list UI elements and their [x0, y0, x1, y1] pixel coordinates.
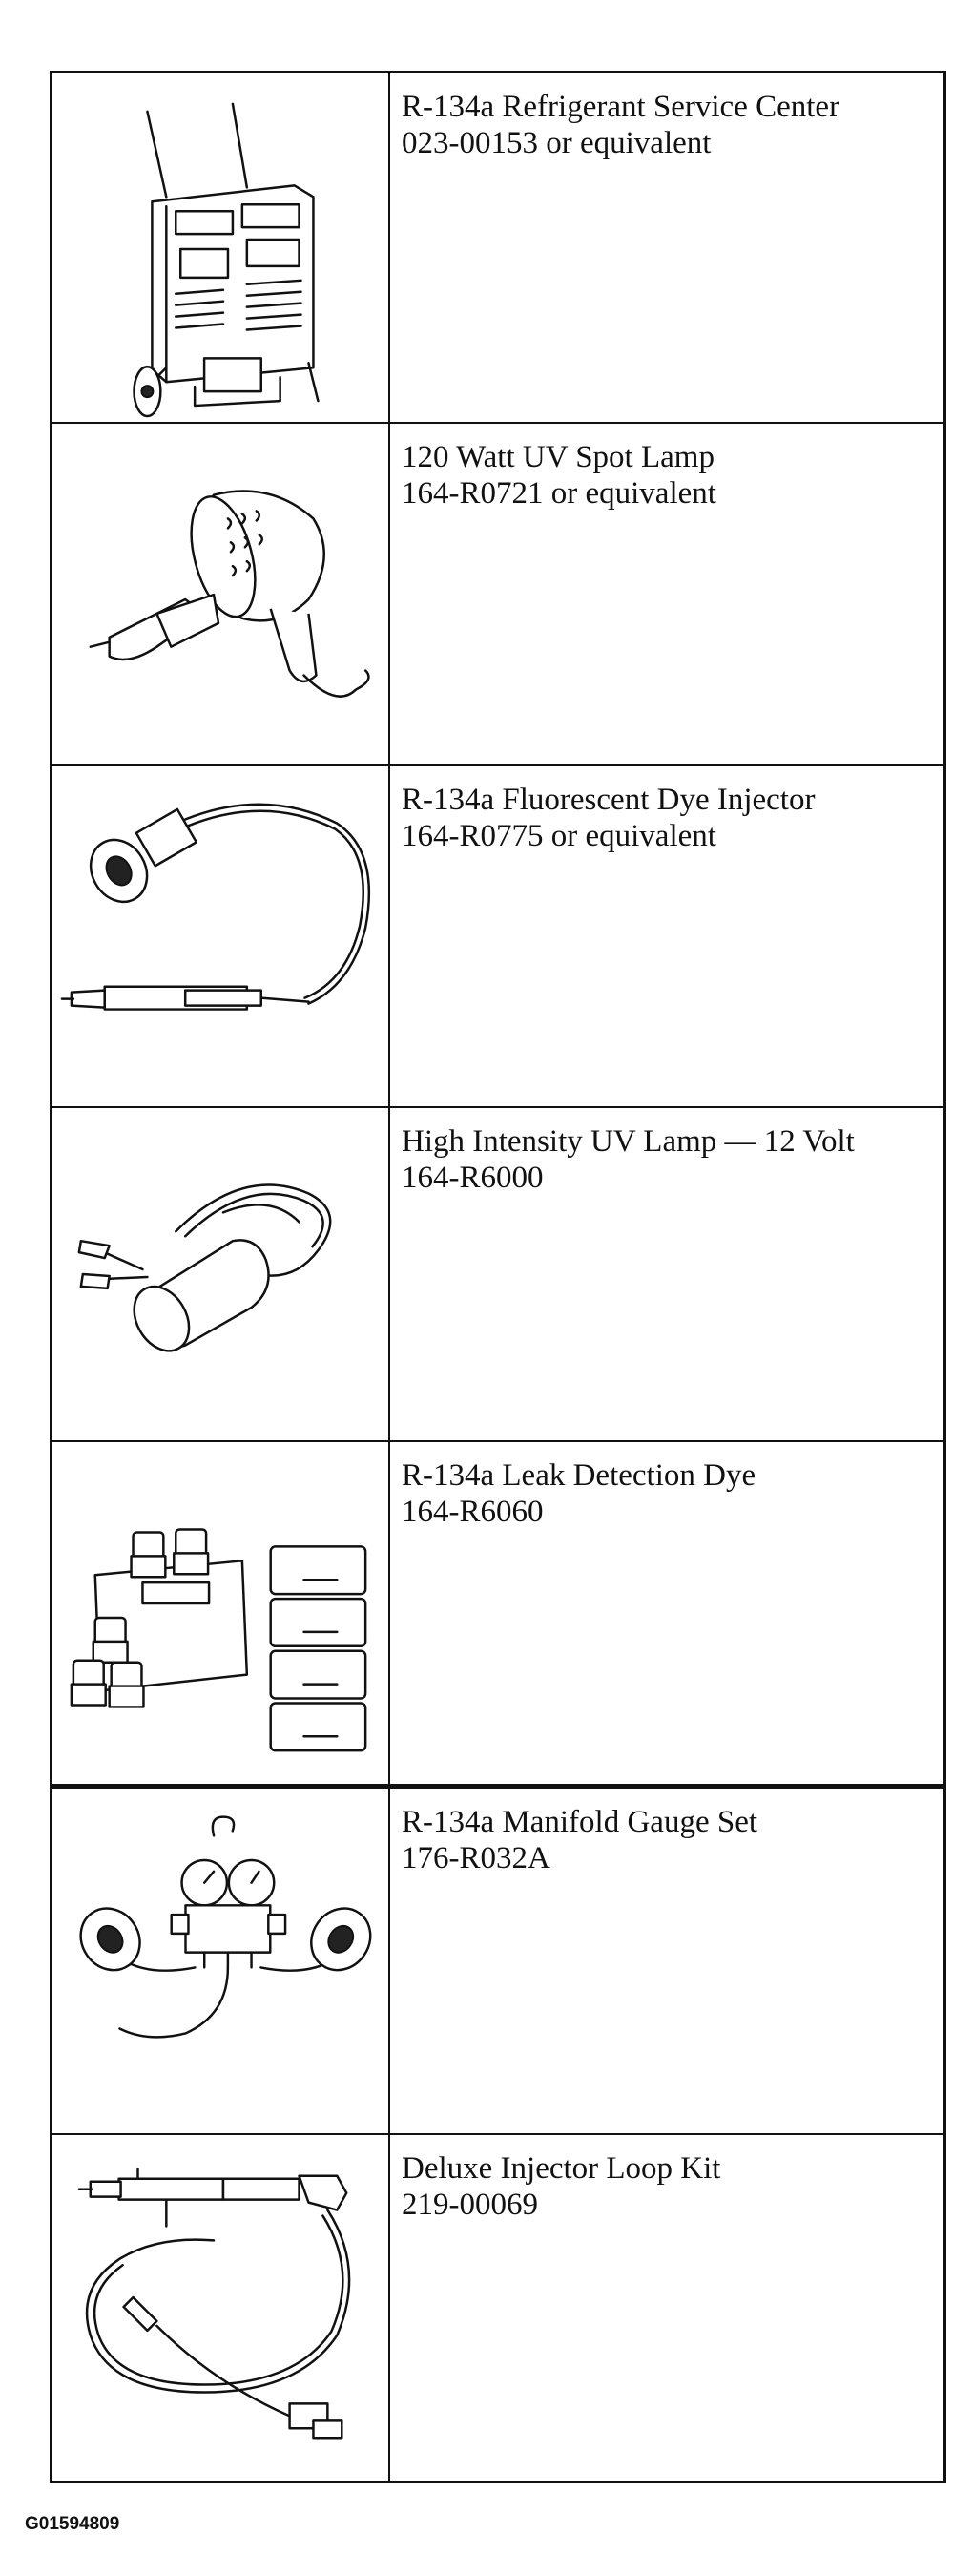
- tool-name: R-134a Manifold Gauge Set: [402, 1805, 758, 1839]
- tool-row: 120 Watt UV Spot Lamp 164-R0721 or equiv…: [52, 424, 943, 766]
- tool-part-number: 164-R6000: [402, 1161, 544, 1195]
- tool-description: R-134a Refrigerant Service Center 023-00…: [390, 73, 943, 422]
- tool-part-number: 176-R032A: [402, 1841, 550, 1875]
- tool-row: Deluxe Injector Loop Kit 219-00069: [52, 2135, 943, 2481]
- tool-part-number: 164-R0775 or equivalent: [402, 819, 716, 853]
- uv-spot-lamp-icon: [52, 424, 390, 764]
- tool-description: 120 Watt UV Spot Lamp 164-R0721 or equiv…: [390, 424, 943, 764]
- tool-row: R-134a Fluorescent Dye Injector 164-R077…: [52, 766, 943, 1108]
- tool-row: R-134a Manifold Gauge Set 176-R032A: [52, 1786, 943, 2135]
- tool-row: High Intensity UV Lamp — 12 Volt 164-R60…: [52, 1108, 943, 1442]
- tool-name: R-134a Fluorescent Dye Injector: [402, 783, 816, 817]
- tool-row: R-134a Refrigerant Service Center 023-00…: [52, 73, 943, 424]
- tool-part-number: 164-R0721 or equivalent: [402, 476, 716, 511]
- leak-detection-dye-icon: [52, 1442, 390, 1784]
- tool-part-number: 164-R6060: [402, 1495, 544, 1529]
- tool-description: R-134a Manifold Gauge Set 176-R032A: [390, 1789, 943, 2133]
- tool-description: Deluxe Injector Loop Kit 219-00069: [390, 2135, 943, 2481]
- injector-loop-kit-icon: [52, 2135, 390, 2481]
- tool-name: Deluxe Injector Loop Kit: [402, 2151, 721, 2186]
- figure-code: G01594809: [25, 2514, 120, 2534]
- uv-lamp-12v-icon: [52, 1108, 390, 1440]
- special-tools-table: R-134a Refrigerant Service Center 023-00…: [50, 71, 946, 2483]
- dye-injector-icon: [52, 766, 390, 1106]
- tool-row: R-134a Leak Detection Dye 164-R6060: [52, 1442, 943, 1786]
- tool-description: R-134a Leak Detection Dye 164-R6060: [390, 1442, 943, 1784]
- tool-part-number: 023-00153 or equivalent: [402, 126, 712, 160]
- refrigerant-service-center-icon: [52, 73, 390, 422]
- tool-name: R-134a Refrigerant Service Center: [402, 90, 840, 124]
- tool-name: 120 Watt UV Spot Lamp: [402, 440, 715, 474]
- tool-description: High Intensity UV Lamp — 12 Volt 164-R60…: [390, 1108, 943, 1440]
- manifold-gauge-set-icon: [52, 1789, 390, 2133]
- tool-part-number: 219-00069: [402, 2188, 538, 2222]
- tool-name: High Intensity UV Lamp — 12 Volt: [402, 1124, 855, 1159]
- tool-description: R-134a Fluorescent Dye Injector 164-R077…: [390, 766, 943, 1106]
- tool-name: R-134a Leak Detection Dye: [402, 1458, 756, 1493]
